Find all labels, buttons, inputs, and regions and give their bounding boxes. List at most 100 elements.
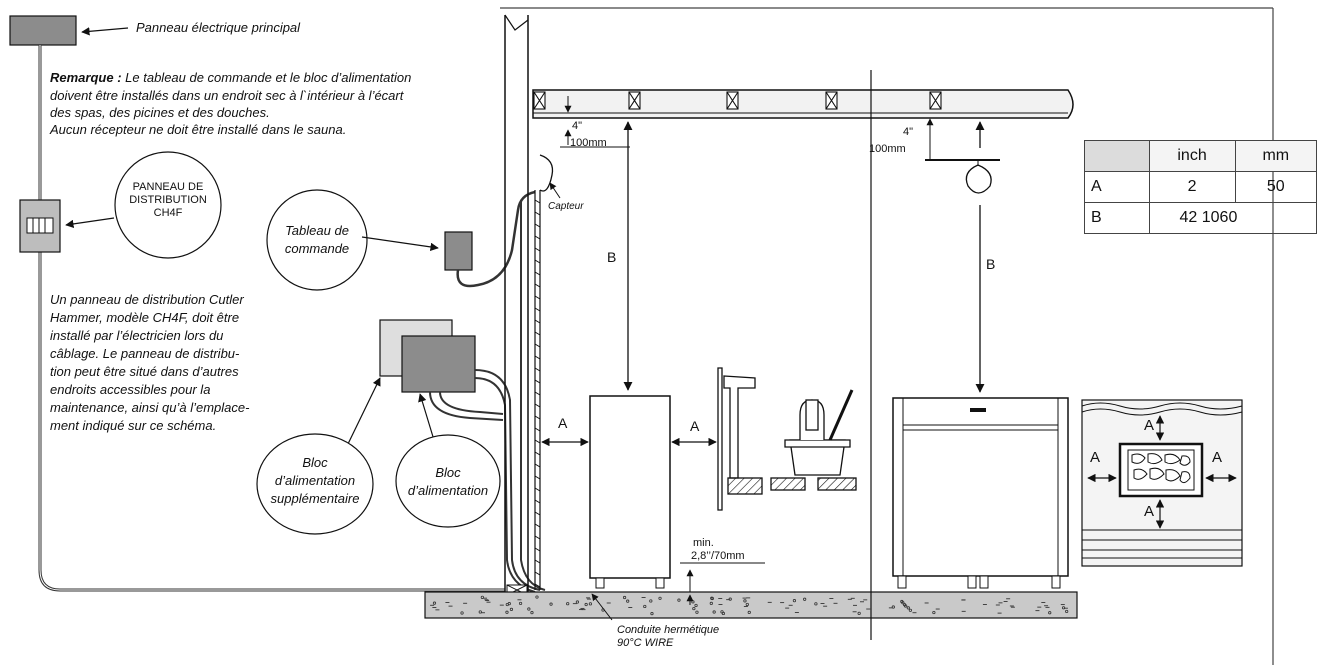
control-label-1: Tableau de xyxy=(285,223,349,238)
floor-speckle-mark xyxy=(650,612,654,616)
sensor xyxy=(539,154,554,192)
wall-stud-mark xyxy=(534,331,541,336)
wall-stud-mark xyxy=(534,259,541,264)
main-panel-label: Panneau électrique principal xyxy=(136,20,301,35)
wall-stud-mark xyxy=(534,499,541,504)
floor-speckle-mark xyxy=(743,599,747,603)
floor-speckle-mark xyxy=(728,597,732,601)
floor-speckle-mark xyxy=(906,606,910,610)
control-bubble xyxy=(266,189,368,291)
main-panel-arrow xyxy=(81,27,129,36)
remark-line-2: doivent être installés dans un endroit s… xyxy=(50,88,404,103)
table-cell: 2 xyxy=(1148,171,1236,203)
floor-speckle-mark xyxy=(904,604,908,608)
sensor-label: Capteur xyxy=(548,201,584,212)
dimension-table: inch mm A 2 50 B 42 1060 xyxy=(1084,140,1317,234)
floor-speckle-mark xyxy=(901,601,905,605)
outer-frame xyxy=(500,7,1274,665)
floor-speckle-mark xyxy=(814,602,818,606)
floor-speckle-mark xyxy=(745,602,749,607)
wall-stud-mark xyxy=(534,571,541,576)
floor-speckle xyxy=(430,595,1069,616)
wall-stud-mark xyxy=(534,547,541,552)
dist-panel-bubble xyxy=(114,151,222,259)
floor-speckle-mark xyxy=(527,607,531,611)
table-cell: A xyxy=(1084,171,1150,203)
floor-speckle-mark xyxy=(549,602,553,606)
floor-speckle-mark xyxy=(1065,609,1069,614)
cutler-line-4: câblage. Le panneau de distribu- xyxy=(50,346,240,361)
dim-a-left-1: A xyxy=(558,415,568,431)
wall-stud-mark xyxy=(534,511,541,516)
remark-bold: Remarque : xyxy=(50,70,122,85)
floor-speckle-mark xyxy=(709,601,713,606)
floor-speckle-mark xyxy=(695,610,699,614)
wall-stud-mark xyxy=(534,415,541,420)
wall-stud-mark xyxy=(534,439,541,444)
floor-speckle-mark xyxy=(507,602,511,606)
wall-stud-mark xyxy=(534,271,541,276)
wall-stud-mark xyxy=(534,199,541,204)
wall-stud-mark xyxy=(534,463,541,468)
cutler-line-3: installé par l’électricien lors du xyxy=(50,328,224,343)
dist-panel-arrow xyxy=(65,217,115,229)
supp-psu-label-1: Bloc xyxy=(302,455,328,470)
floor-speckle-mark xyxy=(584,602,588,607)
supp-psu-label-3: supplémentaire xyxy=(270,491,360,506)
wall-stud-mark xyxy=(534,355,541,360)
floor-speckle-mark xyxy=(712,610,716,614)
table-header-row: inch mm xyxy=(1084,140,1317,172)
supp-psu-bubble xyxy=(256,433,374,535)
dim-a-top: A xyxy=(1144,417,1155,434)
dim-a-left-2: A xyxy=(690,418,700,434)
table-header-mm: mm xyxy=(1234,140,1317,172)
wall-stud-marks xyxy=(534,199,541,588)
wall-stud-mark xyxy=(534,487,541,492)
heater-side-view xyxy=(1081,399,1243,567)
wall-stud-mark xyxy=(534,343,541,348)
dim-b-left-label: B xyxy=(607,249,617,265)
main-panel-box xyxy=(9,15,77,46)
floor-speckle-mark xyxy=(432,601,437,605)
wall-stud-mark xyxy=(534,295,541,300)
wall-stud-mark xyxy=(534,583,541,588)
control-label-2: commande xyxy=(284,241,350,256)
dim-4in-right: 4" xyxy=(903,126,914,138)
sensor-right xyxy=(965,164,992,194)
table-cell: 42 1060 xyxy=(1148,202,1317,234)
supp-psu-label-2: d’alimentation xyxy=(274,473,356,488)
wall-stud-mark xyxy=(534,403,541,408)
remark-line-1: Remarque : Le tableau de commande et le … xyxy=(50,69,411,86)
conduit-label-1: Conduite hermétique xyxy=(617,624,720,636)
dim-a-bottom: A xyxy=(1144,503,1155,520)
dim-b-right-label: B xyxy=(986,256,996,272)
cutler-line-2: Hammer, modèle CH4F, doit être xyxy=(50,310,240,325)
floor-speckle-mark xyxy=(694,603,698,608)
floor-speckle-mark xyxy=(803,597,807,601)
table-cell: 50 xyxy=(1234,171,1317,203)
table-cell: B xyxy=(1084,202,1150,234)
wall-stud-mark xyxy=(534,367,541,372)
floor-speckle-mark xyxy=(658,596,662,600)
ceiling-beam xyxy=(532,89,1074,119)
floor-speckle-mark xyxy=(710,596,714,600)
wall-stud-mark xyxy=(534,307,541,312)
floor-speckle-mark xyxy=(480,595,484,599)
floor-speckle-mark xyxy=(891,605,895,609)
bench-guard xyxy=(717,367,857,511)
wall-stud-mark xyxy=(534,223,541,228)
heater-left xyxy=(589,395,671,579)
wall-stud-mark xyxy=(534,247,541,252)
floor-speckle-mark xyxy=(575,600,579,604)
psu-label-2: d’alimentation xyxy=(407,483,489,498)
floor-speckle-mark xyxy=(908,608,913,612)
wall-stud-mark xyxy=(534,283,541,288)
floor-speckle-mark xyxy=(792,599,797,603)
wall-stud-mark xyxy=(534,391,541,396)
min-label-1: min. xyxy=(693,537,714,549)
floor-speckle-mark xyxy=(505,610,509,614)
floor-speckle-mark xyxy=(478,610,482,614)
wall-stud-mark xyxy=(534,319,541,324)
dim-a-side-left: A xyxy=(1090,449,1101,466)
